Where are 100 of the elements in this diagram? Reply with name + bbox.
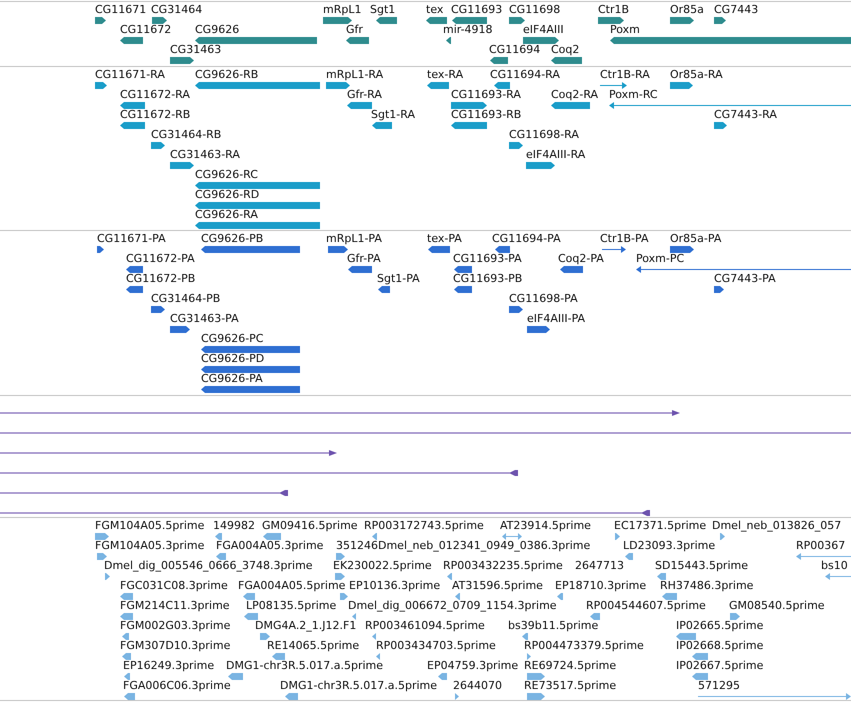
feature-label: Coq2-RA [551,88,598,101]
feature-label: Ctr1B-RA [600,68,650,81]
feature-label: Coq2 [551,43,580,56]
feature-label: CG11694-RA [490,68,560,81]
feature-label: DMG1-chr3R.5.017.a.5prime [226,659,384,672]
feature-label: Poxm-RC [609,88,658,101]
feature-label: CG9626-RA [195,208,258,221]
feature-label: CG11693-PA [453,252,522,265]
feature-label: RE69724.5prime [524,659,616,672]
feature-label: RP004544607.5prime [586,599,706,612]
feature-label: EP16249.3prime [123,659,214,672]
feature-label: Poxm [610,23,640,36]
feature-label: FGM307D10.3prime [120,639,230,652]
feature-label: GM09416.5prime [262,519,358,532]
feature-label: FGM214C11.3prime [120,599,230,612]
feature-label: Sgt1 [370,3,396,16]
feature-label: GM08540.5prime [729,599,825,612]
feature-label: CG11672-RA [120,88,190,101]
feature-label: CG11693-RA [451,88,521,101]
feature-label: RP003172743.5prime [364,519,484,532]
feature-label: Gfr [346,23,363,36]
feature-label: Gfr-RA [347,88,382,101]
feature-label: mRpL1 [323,3,362,16]
feature-label: CG7443-RA [714,108,777,121]
feature-label: bs10 [821,559,848,572]
feature-label: bs39b11.5prime [508,619,598,632]
feature-label: Dmel_neb_012341_0949_0386.3prime [378,539,590,552]
feature-label: CG11694 [489,43,540,56]
feature-label: AT31596.5prime [452,579,543,592]
feature-label: CG31463-PA [170,312,239,325]
feature-label: IP02667.5prime [676,659,764,672]
feature-label: CG11672-PB [126,272,196,285]
feature-label: CG11672-PA [126,252,195,265]
feature-label: Sgt1-PA [377,272,420,285]
feature-label: Dmel_dig_005546_0666_3748.3prime [104,559,313,572]
feature-label: Or85a-PA [670,232,722,245]
feature-label: FGC031C08.3prime [120,579,228,592]
feature-label: Ctr1B [598,3,630,16]
feature-label: EC17371.5prime [614,519,706,532]
feature-label: CG31464-PB [151,292,220,305]
feature-label: RE14065.5prime [267,639,360,652]
feature-label: IP02668.5prime [676,639,764,652]
feature-label: RP003432235.5prime [443,559,563,572]
feature-label: CG11693-PB [453,272,522,285]
feature-label: CG11671-PA [97,232,166,245]
feature-label: EK230022.5prime [333,559,432,572]
feature-label: 2644070 [453,679,502,692]
feature-label: mir-4918 [443,23,493,36]
feature-label: eIF4AIII-RA [526,148,586,161]
feature-label: FGM002G03.3prime [120,619,230,632]
feature-label: EP04759.3prime [427,659,518,672]
feature-label: RP004473379.5prime [524,639,644,652]
feature-label: LD23093.3prime [623,539,716,552]
feature-label: 351246 [336,539,378,552]
feature-label: CG7443 [714,3,758,16]
feature-label: CG11698-RA [509,128,579,141]
feature-label: CG11698-PA [509,292,578,305]
feature-label: EP10136.3prime [349,579,440,592]
feature-label: Or85a-RA [670,68,723,81]
feature-label: AT23914.5prime [500,519,591,532]
feature-label: Or85a [670,3,704,16]
feature-label: CG11698 [509,3,560,16]
feature-label: Poxm-PC [636,252,684,265]
feature-label: CG31464-RB [151,128,222,141]
feature-label: tex-RA [427,68,464,81]
feature-label: CG11693 [451,3,502,16]
feature-label: FGM104A05.5prime [95,519,204,532]
feature-label: RP003434703.5prime [376,639,496,652]
feature-label: CG31463 [170,43,222,56]
feature-label: Ctr1B-PA [600,232,648,245]
feature-label: CG9626-PA [201,372,263,385]
feature-label: 149982 [213,519,255,532]
feature-label: Gfr-PA [347,252,381,265]
feature-label: CG9626-RB [195,68,258,81]
feature-label: LP08135.5prime [246,599,336,612]
feature-label: mRpL1-PA [326,232,382,245]
feature-label: CG9626-PD [201,352,264,365]
feature-label: CG9626-PC [201,332,264,345]
feature-label: FGA006C06.3prime [123,679,231,692]
feature-label: Sgt1-RA [371,108,415,121]
feature-label: eIF4AIII [523,23,564,36]
feature-label: RP00367 [796,539,846,552]
feature-label: FGA004A05.5prime [238,579,346,592]
feature-label: SD15443.5prime [655,559,748,572]
feature-label: FGM104A05.3prime [95,539,204,552]
feature-label: eIF4AIII-PA [527,312,586,325]
feature-label: FGA004A05.3prime [216,539,324,552]
feature-label: CG31463-RA [170,148,240,161]
feature-label: CG31464 [151,3,202,16]
feature-label: CG11694-PA [492,232,561,245]
feature-label: CG7443-PA [714,272,776,285]
feature-label: CG9626-RD [195,188,260,201]
feature-label: CG11672 [120,23,172,36]
feature-label: EP18710.3prime [555,579,646,592]
feature-label: RH37486.3prime [660,579,754,592]
feature-label: CG9626 [195,23,240,36]
feature-label: CG11671 [95,3,146,16]
feature-label: Dmel_neb_013826_057 [712,519,842,532]
feature-label: CG11672-RB [120,108,190,121]
feature-label: DMG1-chr3R.5.017.a.5prime [280,679,438,692]
